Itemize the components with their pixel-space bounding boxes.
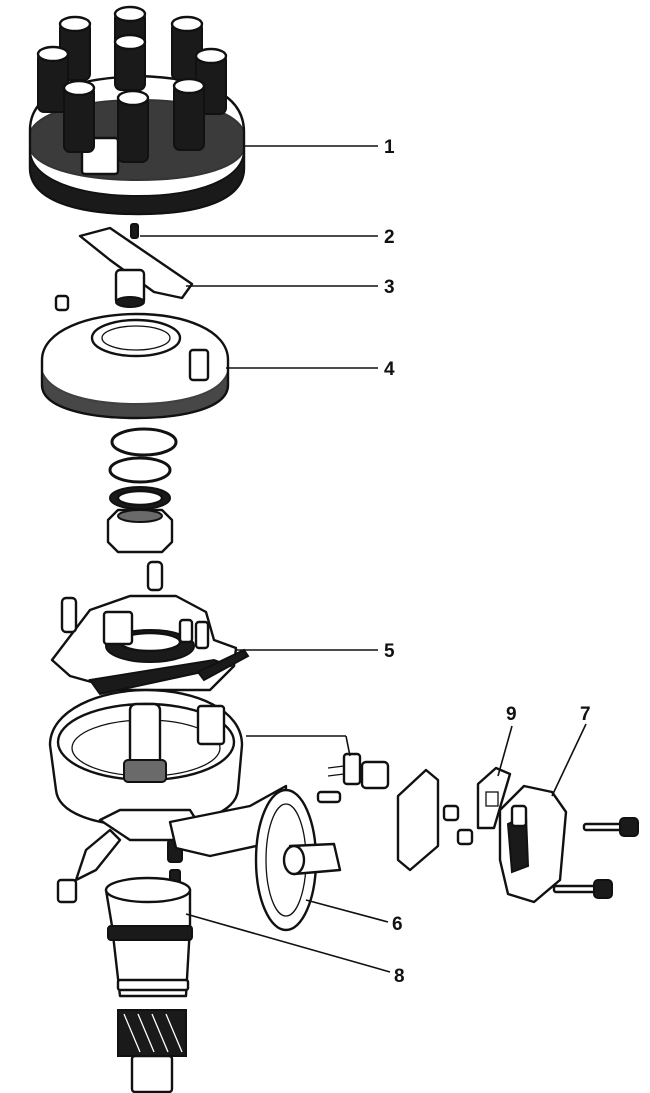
vacuum-advance-unit [168, 784, 342, 932]
rotor [78, 226, 194, 308]
module-bolt-lower [552, 879, 613, 899]
distributor-housing [48, 688, 244, 904]
callout-3: 3 [384, 277, 395, 298]
leader-lines [140, 145, 587, 973]
callout-7: 7 [580, 704, 591, 725]
ignition-module [498, 784, 568, 904]
callout-6: 6 [392, 914, 403, 935]
dust-shield [40, 294, 230, 420]
distributor-shaft [104, 876, 193, 998]
washer [108, 456, 172, 484]
callout-labels: 1 2 3 4 5 9 7 6 8 [384, 137, 591, 987]
callout-2: 2 [384, 227, 395, 248]
module-bolt-upper [582, 817, 639, 837]
snap-ring [110, 427, 178, 457]
callout-1: 1 [384, 137, 395, 158]
distributor-cap [28, 5, 246, 216]
breaker-plate [50, 594, 250, 696]
seal-ring [109, 486, 171, 510]
cap-towers [36, 5, 228, 163]
mounting-screw [316, 790, 342, 804]
callout-8: 8 [394, 966, 405, 987]
callout-5: 5 [384, 641, 395, 662]
carbon-brush [130, 223, 139, 239]
drive-gear [117, 1009, 187, 1093]
module-bracket [396, 768, 474, 872]
module-gasket [476, 766, 512, 830]
pickup-connector [327, 752, 390, 790]
pin [146, 560, 164, 592]
bushing-nut [106, 508, 174, 554]
callout-9: 9 [506, 704, 517, 725]
callout-4: 4 [384, 359, 395, 380]
